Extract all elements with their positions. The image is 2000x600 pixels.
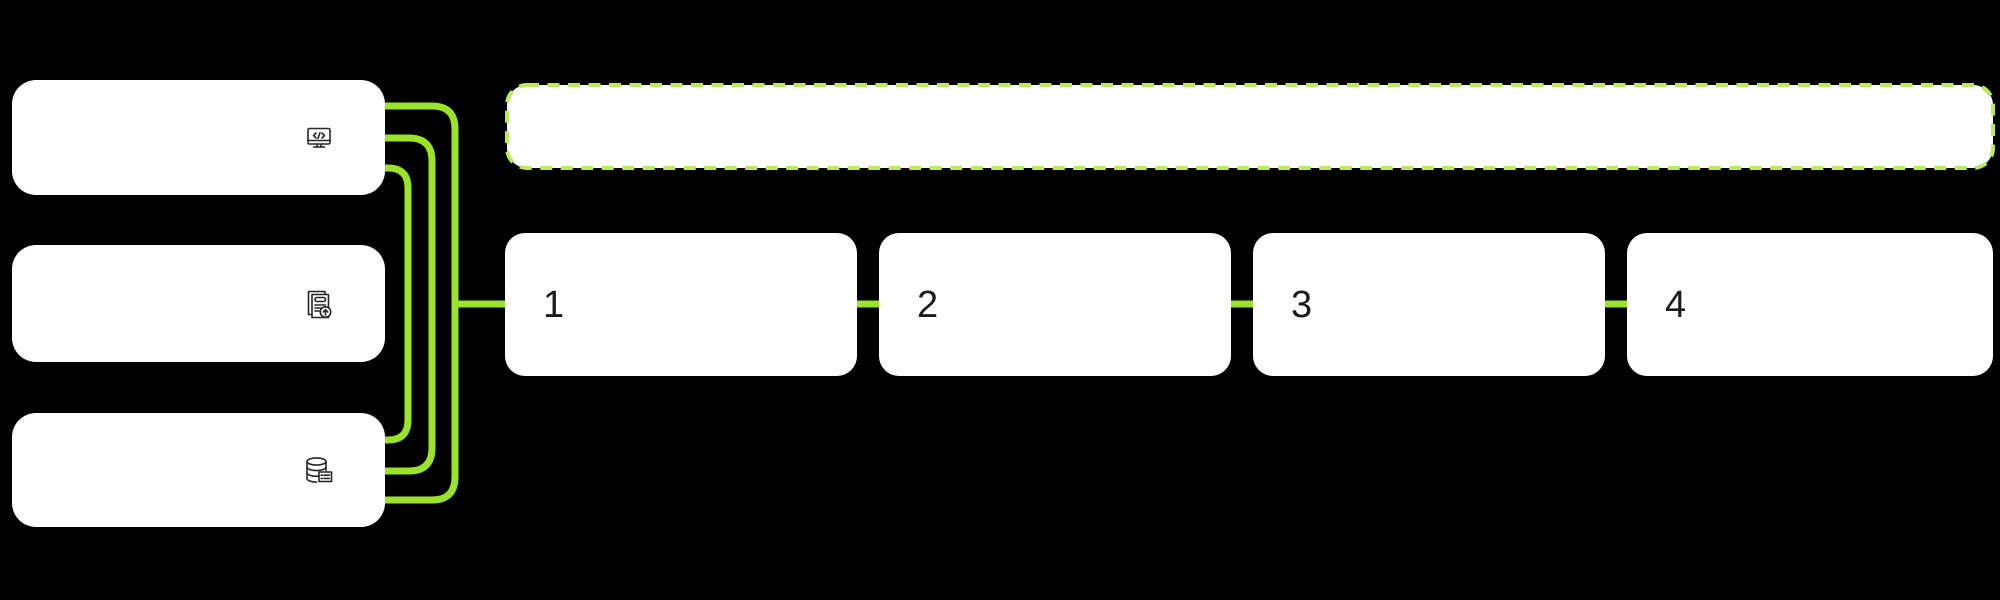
- step-number: 2: [917, 283, 939, 326]
- step-number: 3: [1291, 283, 1313, 326]
- step-number: 4: [1665, 283, 1687, 326]
- connector-middle-source1-to-source3: [385, 134, 436, 475]
- step-box-2: 2: [879, 233, 1231, 376]
- database-icon: [303, 454, 335, 486]
- step-box-4: 4: [1627, 233, 1993, 376]
- step-number: 1: [543, 283, 565, 326]
- source-box-code: [12, 80, 385, 195]
- dashed-placeholder-box: [505, 83, 1995, 170]
- step-box-3: 3: [1253, 233, 1605, 376]
- document-upload-icon: [303, 288, 335, 320]
- source-box-documents: [12, 245, 385, 362]
- code-monitor-icon: [303, 122, 335, 154]
- step-box-1: 1: [505, 233, 857, 376]
- source-box-database: [12, 413, 385, 527]
- connector-inner-source1-to-source3: [385, 164, 412, 444]
